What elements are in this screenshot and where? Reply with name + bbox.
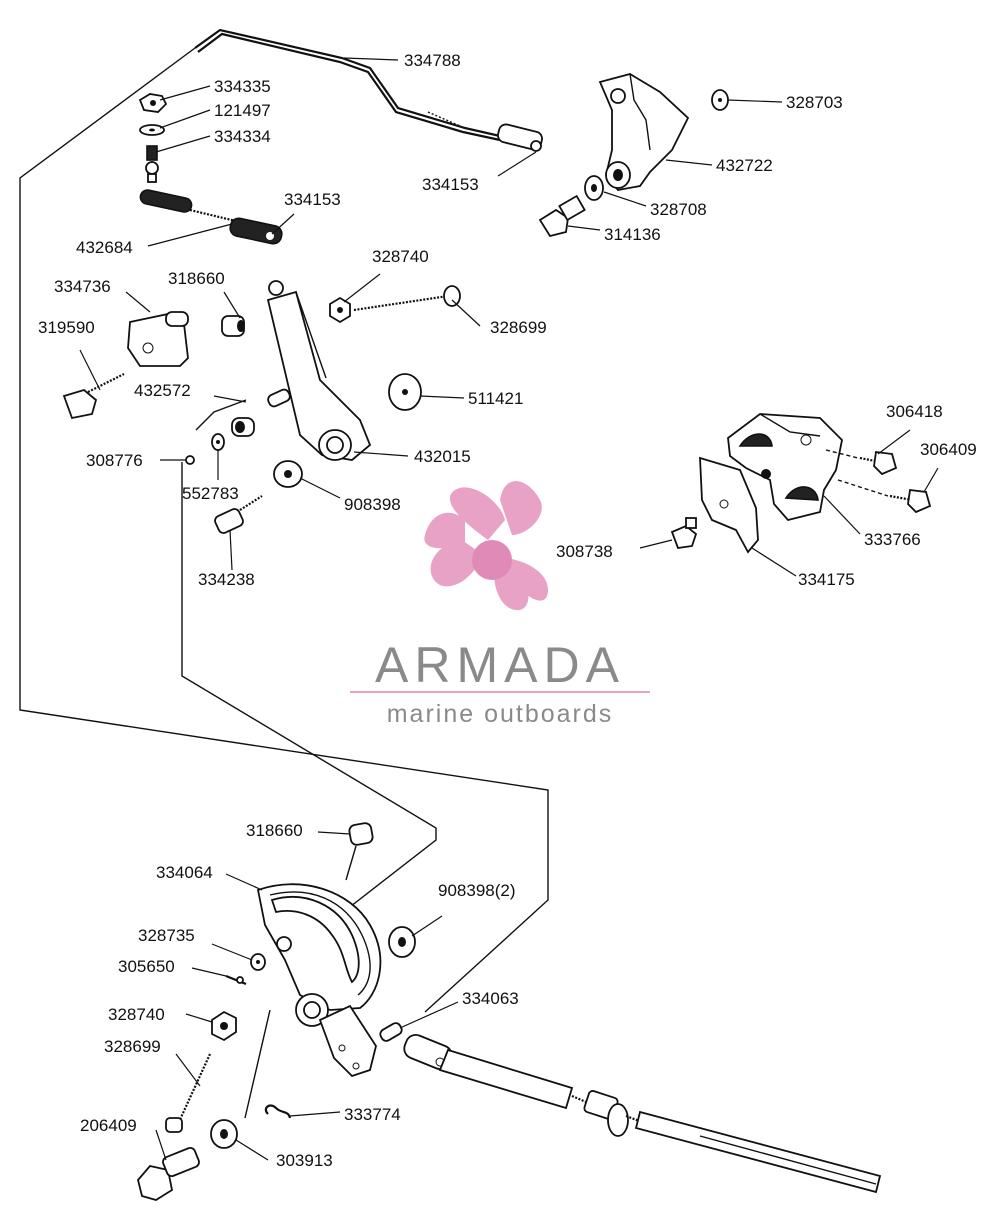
lever-432015 xyxy=(266,280,372,461)
label-303913: 303913 xyxy=(276,1151,333,1170)
block-334736 xyxy=(127,311,189,367)
label-908398-upper: 908398 xyxy=(344,495,401,514)
screw-328699-upper xyxy=(353,285,461,312)
washer-303913 xyxy=(210,1119,238,1149)
label-328703: 328703 xyxy=(786,93,843,112)
bolt-306409-right xyxy=(837,479,932,514)
cap-318660-lower xyxy=(345,822,374,881)
brand-name: ARMADA xyxy=(375,637,625,693)
label-333766: 333766 xyxy=(864,530,921,549)
label-334335: 334335 xyxy=(214,77,271,96)
label-432015: 432015 xyxy=(414,447,471,466)
washer-121497 xyxy=(139,124,165,136)
label-432572: 432572 xyxy=(134,381,191,400)
propeller-icon xyxy=(424,481,548,611)
label-552783: 552783 xyxy=(182,484,239,503)
washer-328703 xyxy=(711,89,729,111)
label-328708: 328708 xyxy=(650,200,707,219)
bushing-432572 xyxy=(195,388,291,437)
washer-328735 xyxy=(250,953,266,971)
label-328699-lower: 328699 xyxy=(104,1037,161,1056)
label-121497: 121497 xyxy=(214,101,271,120)
leader-lines xyxy=(79,57,939,1161)
adjust-rod-432684 xyxy=(139,189,283,245)
label-432684: 432684 xyxy=(76,238,133,257)
label-334788: 334788 xyxy=(404,51,461,70)
clamp-333766 xyxy=(727,413,843,522)
label-319590: 319590 xyxy=(38,318,95,337)
bolt-206409 xyxy=(137,1146,200,1201)
washer-908398-upper xyxy=(273,460,303,488)
bolt-319590 xyxy=(62,373,125,420)
bolt-306418 xyxy=(825,449,898,476)
label-305650: 305650 xyxy=(118,957,175,976)
label-318660-lower: 318660 xyxy=(246,821,303,840)
label-334334: 334334 xyxy=(214,127,271,146)
nut-328740-lower xyxy=(211,1010,237,1042)
bolt-314136 xyxy=(538,194,586,238)
label-206409: 206409 xyxy=(80,1116,137,1135)
label-308738: 308738 xyxy=(556,542,613,561)
label-432722: 432722 xyxy=(716,156,773,175)
label-511421: 511421 xyxy=(468,389,523,408)
label-333774: 333774 xyxy=(344,1105,401,1124)
label-314136: 314136 xyxy=(604,225,661,244)
pin-334238 xyxy=(214,495,263,534)
label-334153-upper: 334153 xyxy=(422,175,479,194)
label-306409-right: 306409 xyxy=(920,440,977,459)
bracket-432722 xyxy=(598,73,690,191)
label-328740-lower: 328740 xyxy=(108,1005,165,1024)
label-328699-upper: 328699 xyxy=(490,318,547,337)
label-334238: 334238 xyxy=(198,570,255,589)
washer-908398-lower xyxy=(388,926,416,958)
label-334175: 334175 xyxy=(798,570,855,589)
nut-334335 xyxy=(138,93,168,113)
throttle-link-rod xyxy=(194,28,501,142)
label-334736: 334736 xyxy=(54,277,111,296)
cable-assembly xyxy=(403,1034,882,1194)
washer-552783 xyxy=(211,433,225,451)
clip-308776 xyxy=(185,455,195,465)
label-308776: 308776 xyxy=(86,451,143,470)
label-908398-2: 908398(2) xyxy=(438,881,516,900)
label-306418: 306418 xyxy=(886,402,943,421)
nut-328740-upper xyxy=(329,296,351,324)
screw-328699-lower xyxy=(165,1053,212,1133)
rod-end-upper xyxy=(497,123,543,152)
ball-joint-334334 xyxy=(145,145,159,183)
label-328740-upper: 328740 xyxy=(372,247,429,266)
label-334064: 334064 xyxy=(156,863,213,882)
pin-334063 xyxy=(379,1022,403,1042)
cap-318660-upper xyxy=(221,315,245,337)
label-334063: 334063 xyxy=(462,989,519,1008)
label-334153-lower: 334153 xyxy=(284,190,341,209)
pin-305650 xyxy=(225,974,247,986)
sector-334064 xyxy=(256,883,382,1027)
part-labels: 334788 334335 121497 334334 328703 43272… xyxy=(38,51,977,1170)
plate-334175 xyxy=(699,456,759,554)
brand-tagline: marine outboards xyxy=(387,700,614,728)
washer-511421 xyxy=(388,373,422,411)
screw-308738 xyxy=(670,517,698,549)
frame-lines xyxy=(19,47,549,1119)
label-318660-upper: 318660 xyxy=(168,269,225,288)
clip-333774 xyxy=(264,1104,292,1119)
label-328735: 328735 xyxy=(138,926,195,945)
washer-328708 xyxy=(584,175,604,201)
arm-lower xyxy=(318,1004,377,1078)
armada-logo: ARMADA marine outboards xyxy=(350,481,650,728)
